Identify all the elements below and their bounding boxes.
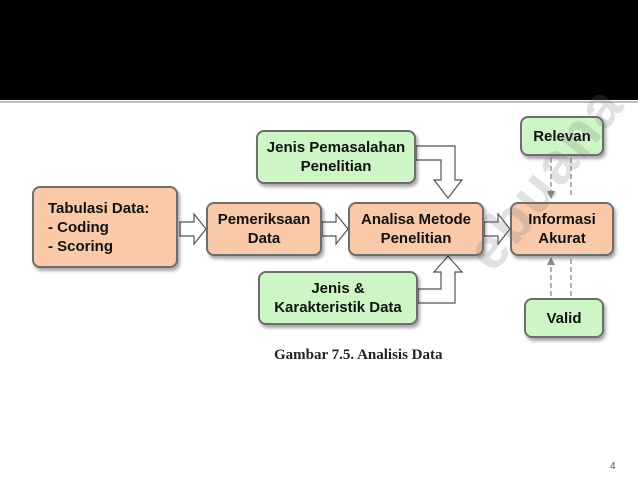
dashed-link-relevan-informasi bbox=[547, 158, 572, 199]
page-number: 4 bbox=[610, 461, 616, 472]
node-informasi-akurat: Informasi Akurat bbox=[510, 202, 614, 256]
slide-header-bar bbox=[0, 0, 638, 100]
node-relevan: Relevan bbox=[520, 116, 604, 156]
node-valid: Valid bbox=[524, 298, 604, 338]
node-jenis-karakteristik: Jenis & Karakteristik Data bbox=[258, 271, 418, 325]
node-pemeriksaan-data: Pemeriksaan Data bbox=[206, 202, 322, 256]
dashed-link-valid-informasi bbox=[547, 257, 572, 296]
node-tabulasi-data: Tabulasi Data: - Coding - Scoring bbox=[32, 186, 178, 268]
arrow-karakteristik-to-analisa bbox=[417, 255, 464, 304]
node-analisa-metode: Analisa Metode Penelitian bbox=[348, 202, 484, 256]
node-jenis-pemasalahan: Jenis Pemasalahan Penelitian bbox=[256, 130, 416, 184]
arrow-tabulasi-to-pemeriksaan bbox=[179, 212, 207, 246]
arrow-analisa-to-informasi bbox=[483, 212, 511, 246]
arrow-pemasalahan-to-analisa bbox=[415, 145, 464, 199]
arrow-pemeriksaan-to-analisa bbox=[321, 212, 349, 246]
header-divider bbox=[0, 101, 638, 103]
figure-caption: Gambar 7.5. Analisis Data bbox=[274, 347, 443, 363]
